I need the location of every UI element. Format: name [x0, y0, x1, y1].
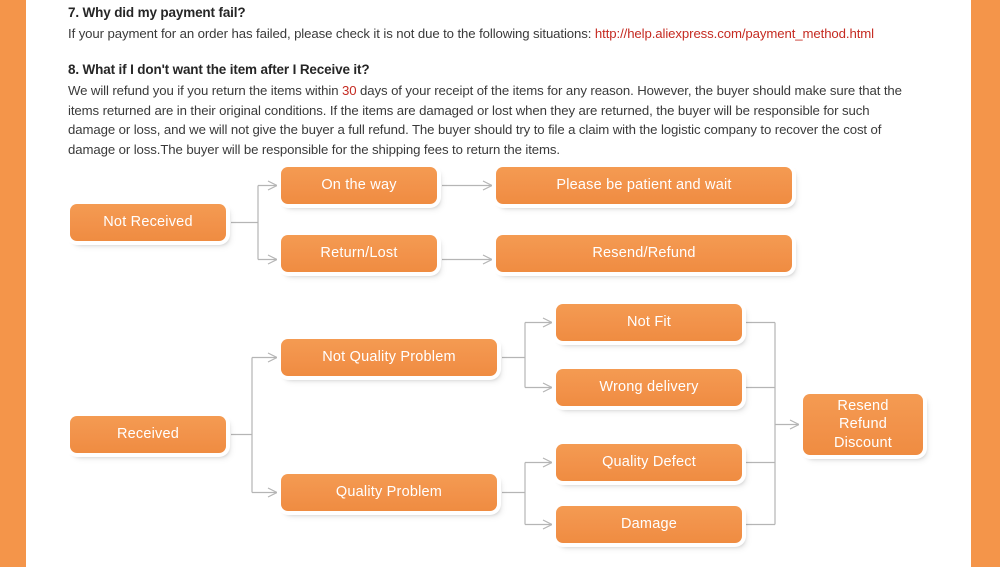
right-accent-band [971, 0, 1000, 567]
node-on-the-way[interactable]: On the way [281, 167, 437, 204]
outcome-line-3: Discount [833, 434, 892, 451]
faq-7-heading: 7. Why did my payment fail? [68, 5, 246, 20]
faq-item-7: 7. Why did my payment fail? If your paym… [68, 5, 948, 44]
faq-8-body: We will refund you if you return the ite… [68, 81, 916, 159]
node-resend-refund[interactable]: Resend/Refund [496, 235, 792, 272]
refund-days-highlight: 30 [342, 83, 357, 98]
faq-7-body: If your payment for an order has failed,… [68, 24, 948, 44]
node-not-received[interactable]: Not Received [70, 204, 226, 241]
faq-7-body-text: If your payment for an order has failed,… [68, 26, 595, 41]
node-resend-refund-discount[interactable]: Resend Refund Discount [803, 394, 923, 455]
node-not-fit[interactable]: Not Fit [556, 304, 742, 341]
node-wrong-delivery[interactable]: Wrong delivery [556, 369, 742, 406]
faq-8-body-part2: days of your receipt of the items for an… [68, 83, 902, 157]
outcome-line-1: Resend [837, 397, 889, 414]
faq-8-body-part1: We will refund you if you return the ite… [68, 83, 343, 98]
outcome-line-2: Refund [839, 416, 887, 433]
node-damage[interactable]: Damage [556, 506, 742, 543]
faq-item-8: 8. What if I don't want the item after I… [68, 62, 916, 159]
faq-8-heading: 8. What if I don't want the item after I… [68, 62, 370, 77]
node-quality-problem[interactable]: Quality Problem [281, 474, 497, 511]
payment-method-link[interactable]: http://help.aliexpress.com/payment_metho… [594, 26, 874, 41]
node-not-quality-problem[interactable]: Not Quality Problem [281, 339, 497, 376]
node-please-be-patient-and-wait[interactable]: Please be patient and wait [496, 167, 792, 204]
node-quality-defect[interactable]: Quality Defect [556, 444, 742, 481]
node-return-lost[interactable]: Return/Lost [281, 235, 437, 272]
node-received[interactable]: Received [70, 416, 226, 453]
left-accent-band [0, 0, 26, 567]
